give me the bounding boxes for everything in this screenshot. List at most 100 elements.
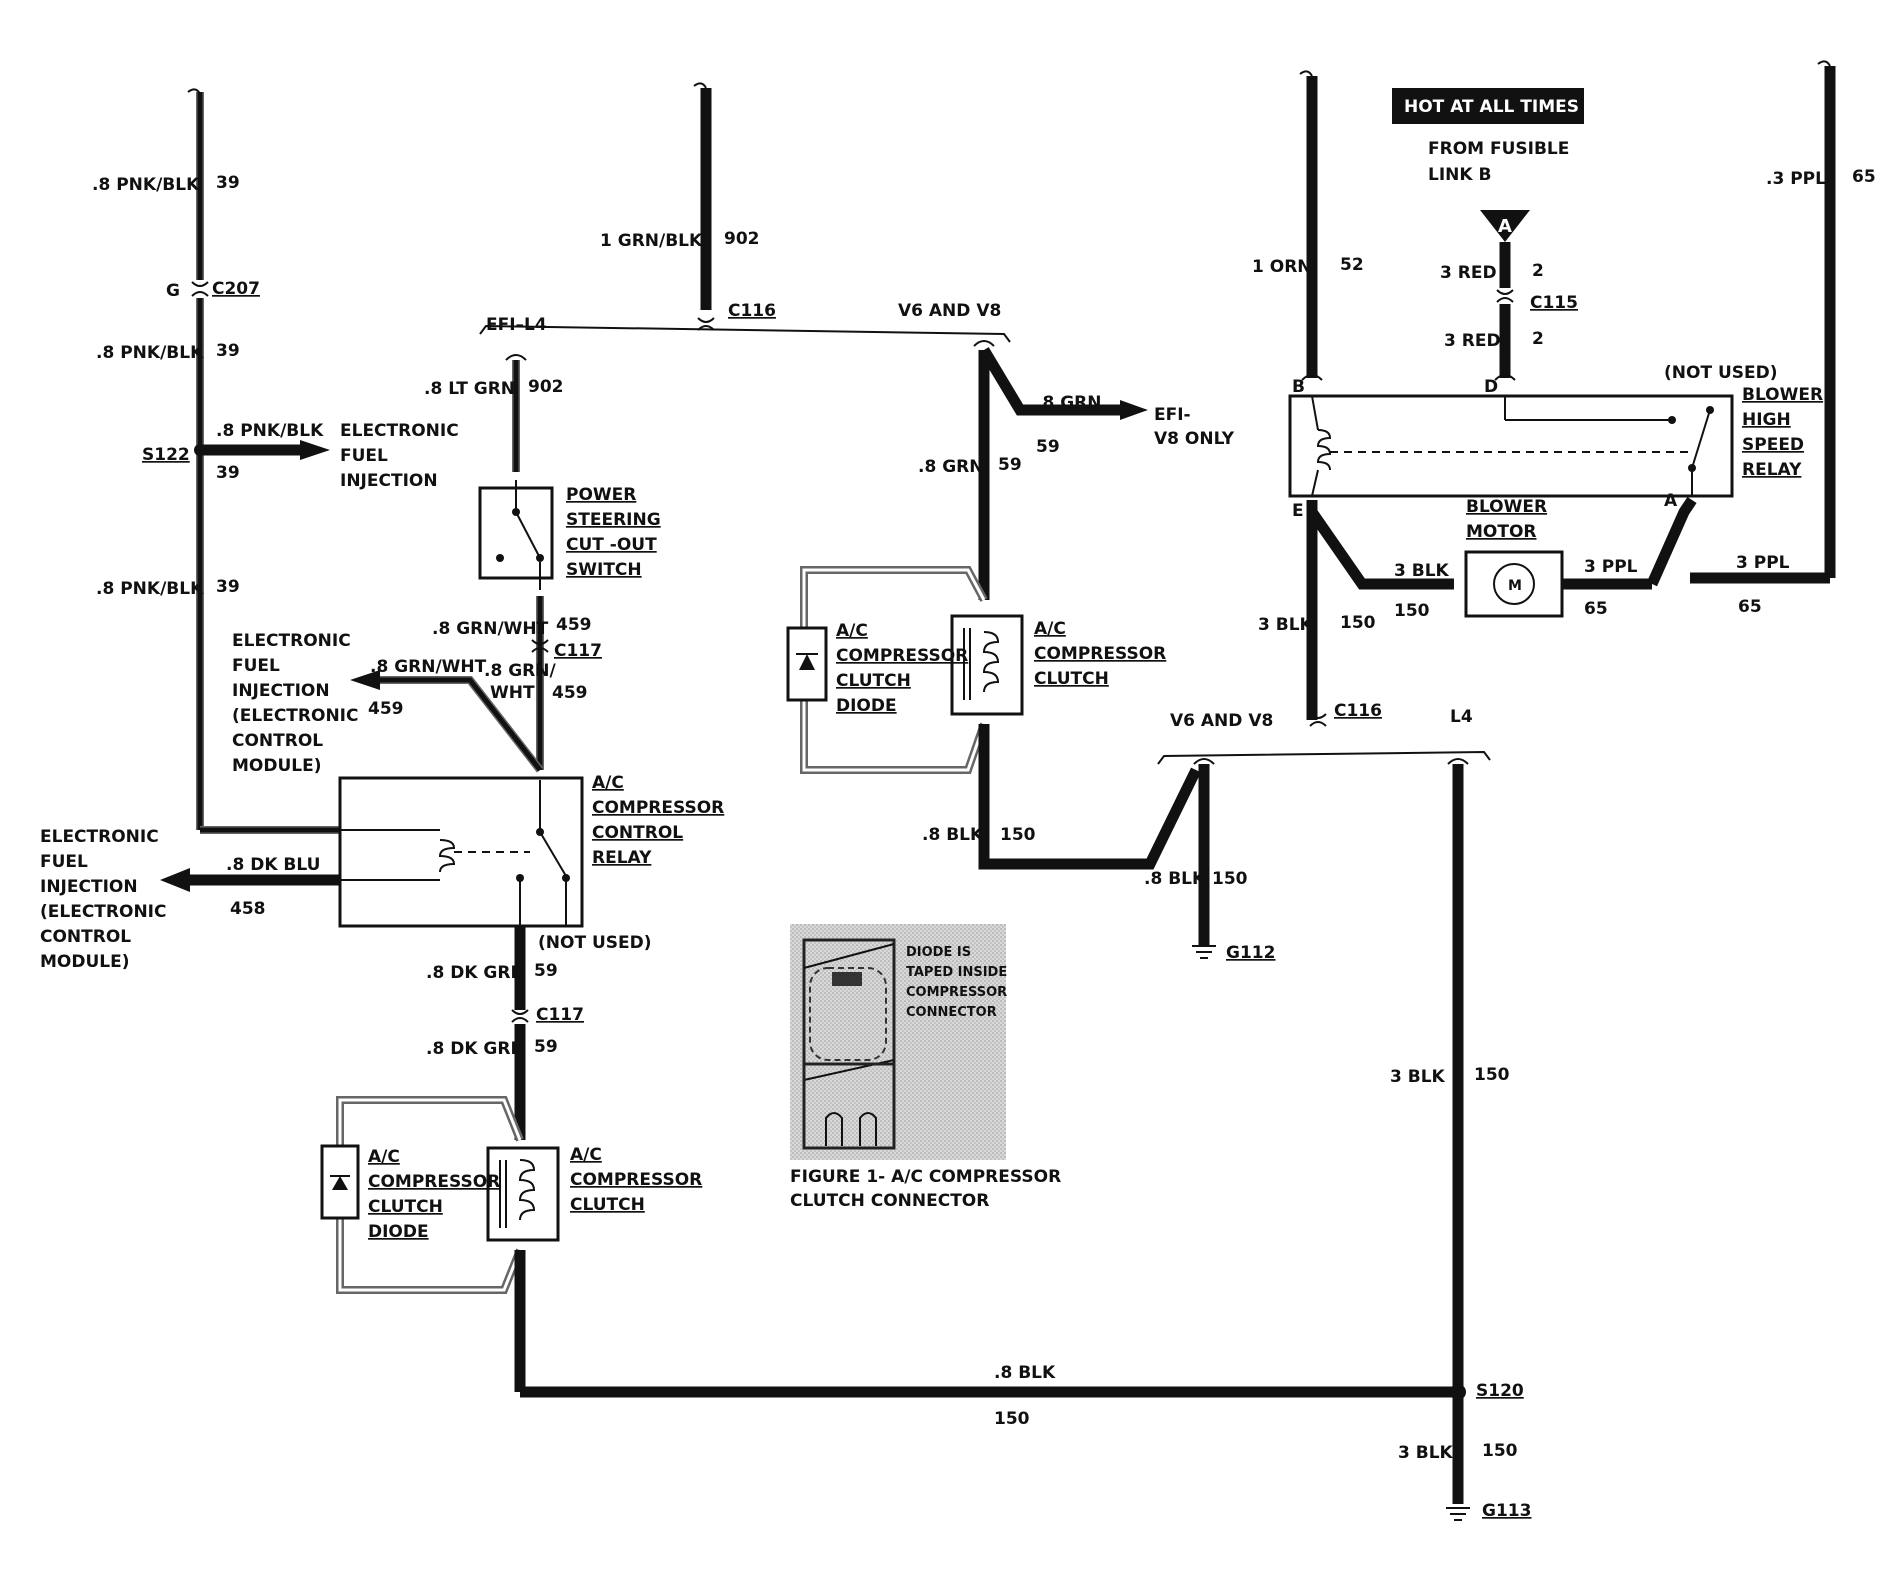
label: 3 BLK [1390, 1067, 1446, 1087]
label: RELAY [592, 848, 652, 868]
label: 52 [1340, 255, 1364, 275]
label: MODULE) [40, 952, 130, 972]
splice-label: S122 [142, 445, 190, 465]
blower-motor [1306, 496, 1697, 720]
label: .8 GRN/WHT [370, 657, 487, 677]
left-pnk-blk-wire [187, 88, 340, 834]
label: ELECTRONIC [232, 631, 351, 651]
splice-label: S120 [1476, 1381, 1524, 1401]
label: .8 DK GRN [426, 963, 525, 983]
label: 150 [1340, 613, 1376, 633]
label: 150 [994, 1409, 1030, 1429]
label: INJECTION [40, 877, 138, 897]
top-grn-blk-wire [479, 82, 1011, 343]
label: .8 LT GRN [424, 379, 515, 399]
label: 59 [998, 455, 1022, 475]
label: 3 PPL [1736, 553, 1790, 573]
connector-label: C115 [1530, 293, 1578, 313]
label: 902 [528, 377, 564, 397]
label: 1 ORN [1252, 257, 1312, 277]
label: FROM FUSIBLE [1428, 139, 1569, 159]
pin-label: B [1292, 377, 1305, 397]
label: A/C [836, 621, 868, 641]
label: (NOT USED) [538, 933, 652, 953]
label: FUEL [40, 852, 88, 872]
blower-high-speed-relay [1288, 394, 1734, 498]
label: .8 BLK [994, 1363, 1056, 1383]
label: 2 [1532, 261, 1544, 281]
label: (NOT USED) [1664, 363, 1778, 383]
label: .8 BLK [922, 825, 984, 845]
label: CLUTCH [1034, 669, 1109, 689]
label: .8 GRN/ [484, 661, 556, 681]
label: 3 BLK [1398, 1443, 1454, 1463]
label: 150 [1212, 869, 1248, 889]
label: 150 [1000, 825, 1036, 845]
label: 39 [216, 577, 240, 597]
label: COMPRESSOR [570, 1170, 702, 1190]
motor-m-label: M [1508, 578, 1522, 594]
label: 2 [1532, 329, 1544, 349]
label: 65 [1584, 599, 1608, 619]
connector-label: C117 [554, 641, 602, 661]
label: .8 GRN/WHT [432, 619, 549, 639]
label: COMPRESSOR [368, 1172, 500, 1192]
label: .8 GRN [1036, 393, 1101, 413]
label: A/C [368, 1147, 400, 1167]
label: WHT [490, 683, 535, 703]
label: 459 [556, 615, 592, 635]
label: V6 AND V8 [1170, 711, 1273, 731]
label: CONNECTOR [906, 1005, 997, 1020]
label: SPEED [1742, 435, 1804, 455]
label: 65 [1852, 167, 1876, 187]
label: 3 RED [1444, 331, 1501, 351]
label: EFI–L4 [486, 315, 547, 335]
label: CONTROL [40, 927, 131, 947]
label: CONTROL [232, 731, 323, 751]
hot-at-all-times-tag [1392, 88, 1584, 124]
label: 150 [1482, 1441, 1518, 1461]
label: DIODE [368, 1222, 429, 1242]
label: SWITCH [566, 560, 642, 580]
label: .3 PPL [1766, 169, 1826, 189]
label: 458 [230, 899, 266, 919]
pin-label: A [1664, 491, 1678, 511]
label: 3 RED [1440, 263, 1497, 283]
label: HIGH [1742, 410, 1791, 430]
label: 3 PPL [1584, 557, 1638, 577]
efi-ecm-top-branch [350, 670, 544, 773]
label: G [166, 281, 180, 301]
label: BLOWER [1742, 385, 1823, 405]
label: RELAY [1742, 460, 1802, 480]
label: EFI- [1154, 405, 1191, 425]
right-ppl-wire [1690, 60, 1836, 584]
label: DIODE IS [906, 945, 971, 960]
label: 59 [1036, 437, 1060, 457]
label: V6 AND V8 [898, 301, 1001, 321]
label: .8 BLK [1144, 869, 1206, 889]
label: 150 [1394, 601, 1430, 621]
label: BLOWER [1466, 497, 1547, 517]
label: .8 DK GRN [426, 1039, 525, 1059]
label: 902 [724, 229, 760, 249]
connector-label: C117 [536, 1005, 584, 1025]
label: A/C [570, 1145, 602, 1165]
label: L4 [1450, 707, 1473, 727]
figure-caption: CLUTCH CONNECTOR [790, 1191, 989, 1211]
label: 3 BLK [1258, 615, 1314, 635]
label: 59 [534, 961, 558, 981]
label: 39 [216, 463, 240, 483]
efi-ecm-left-branch [160, 868, 340, 892]
label: 39 [216, 341, 240, 361]
label: MODULE) [232, 756, 322, 776]
pin-label: D [1484, 377, 1498, 397]
label: .8 DK BLU [226, 855, 320, 875]
label: A [1498, 216, 1512, 237]
connector-label: C116 [728, 301, 776, 321]
label: COMPRESSOR [592, 798, 724, 818]
label: CLUTCH [836, 671, 911, 691]
label: CONTROL [592, 823, 683, 843]
label: ELECTRONIC [40, 827, 159, 847]
